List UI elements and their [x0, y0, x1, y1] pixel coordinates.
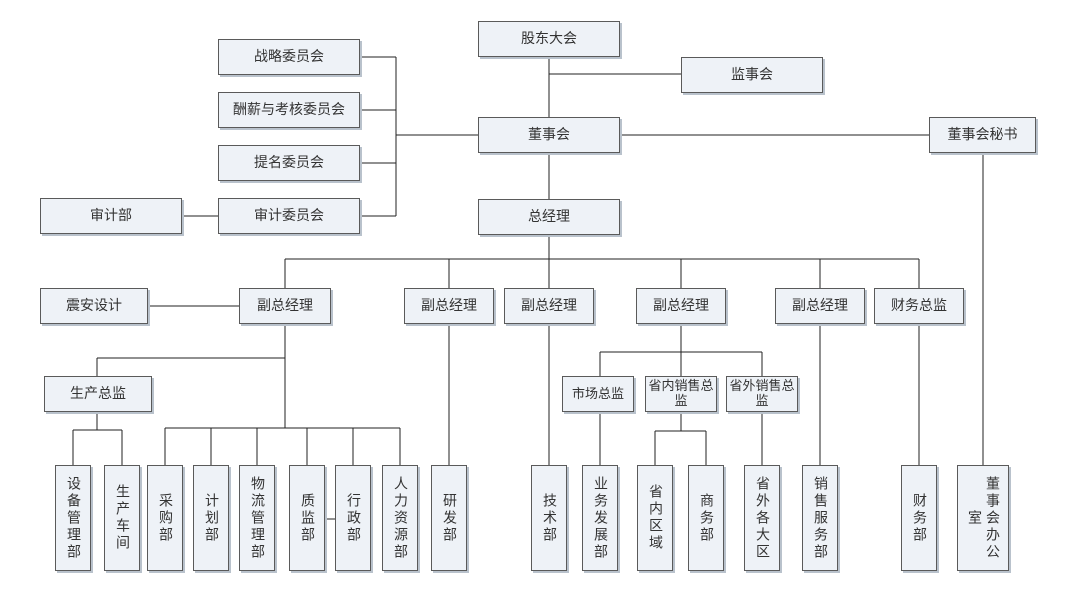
audit-department-box: 审计部 — [40, 198, 182, 234]
equipment-management-dept-box: 设备管理部 — [55, 465, 91, 571]
deputy-gm-box-5: 副总经理 — [775, 288, 865, 324]
out-province-regions-box: 省外各大区 — [744, 465, 780, 571]
administration-dept-box: 行政部 — [335, 465, 371, 571]
commerce-dept-box: 商务部 — [688, 465, 724, 571]
board-secretary-box: 董事会秘书 — [929, 117, 1036, 153]
deputy-gm-box-3: 副总经理 — [504, 288, 594, 324]
procurement-dept-box: 采购部 — [147, 465, 183, 571]
nomination-committee-box: 提名委员会 — [218, 145, 360, 181]
deputy-gm-box-1: 副总经理 — [239, 288, 331, 324]
human-resources-dept-box: 人力资源部 — [382, 465, 418, 571]
business-development-dept-box: 业务发展部 — [582, 465, 618, 571]
audit-committee-box: 审计委员会 — [218, 198, 360, 234]
general-manager-box: 总经理 — [478, 199, 620, 235]
strategy-committee-box: 战略委员会 — [218, 39, 360, 75]
supervisory-board-box: 监事会 — [681, 57, 823, 93]
marketing-director-box: 市场总监 — [562, 376, 634, 412]
sales-service-dept-box: 销售服务部 — [802, 465, 838, 571]
deputy-gm-box-2: 副总经理 — [404, 288, 494, 324]
finance-director-box: 财务总监 — [874, 288, 964, 324]
in-province-sales-director-box: 省内销售总监 — [645, 376, 717, 412]
out-province-sales-director-box: 省外销售总监 — [726, 376, 798, 412]
finance-dept-box: 财务部 — [901, 465, 937, 571]
compensation-committee-box: 酬薪与考核委员会 — [218, 92, 360, 128]
technology-dept-box: 技术部 — [531, 465, 567, 571]
in-province-region-box: 省内区域 — [637, 465, 673, 571]
design-unit-box: 震安设计 — [40, 288, 148, 324]
production-workshop-box: 生产车间 — [104, 465, 140, 571]
production-director-box: 生产总监 — [44, 376, 152, 412]
quality-supervision-dept-box: 质监部 — [289, 465, 325, 571]
planning-dept-box: 计划部 — [193, 465, 229, 571]
shareholders-meeting-box: 股东大会 — [478, 21, 620, 57]
research-development-dept-box: 研发部 — [431, 465, 467, 571]
logistics-management-dept-box: 物流管理部 — [239, 465, 275, 571]
board-office-box: 董事会办公室 — [957, 465, 1009, 571]
deputy-gm-box-4: 副总经理 — [636, 288, 726, 324]
board-of-directors-box: 董事会 — [478, 117, 620, 153]
